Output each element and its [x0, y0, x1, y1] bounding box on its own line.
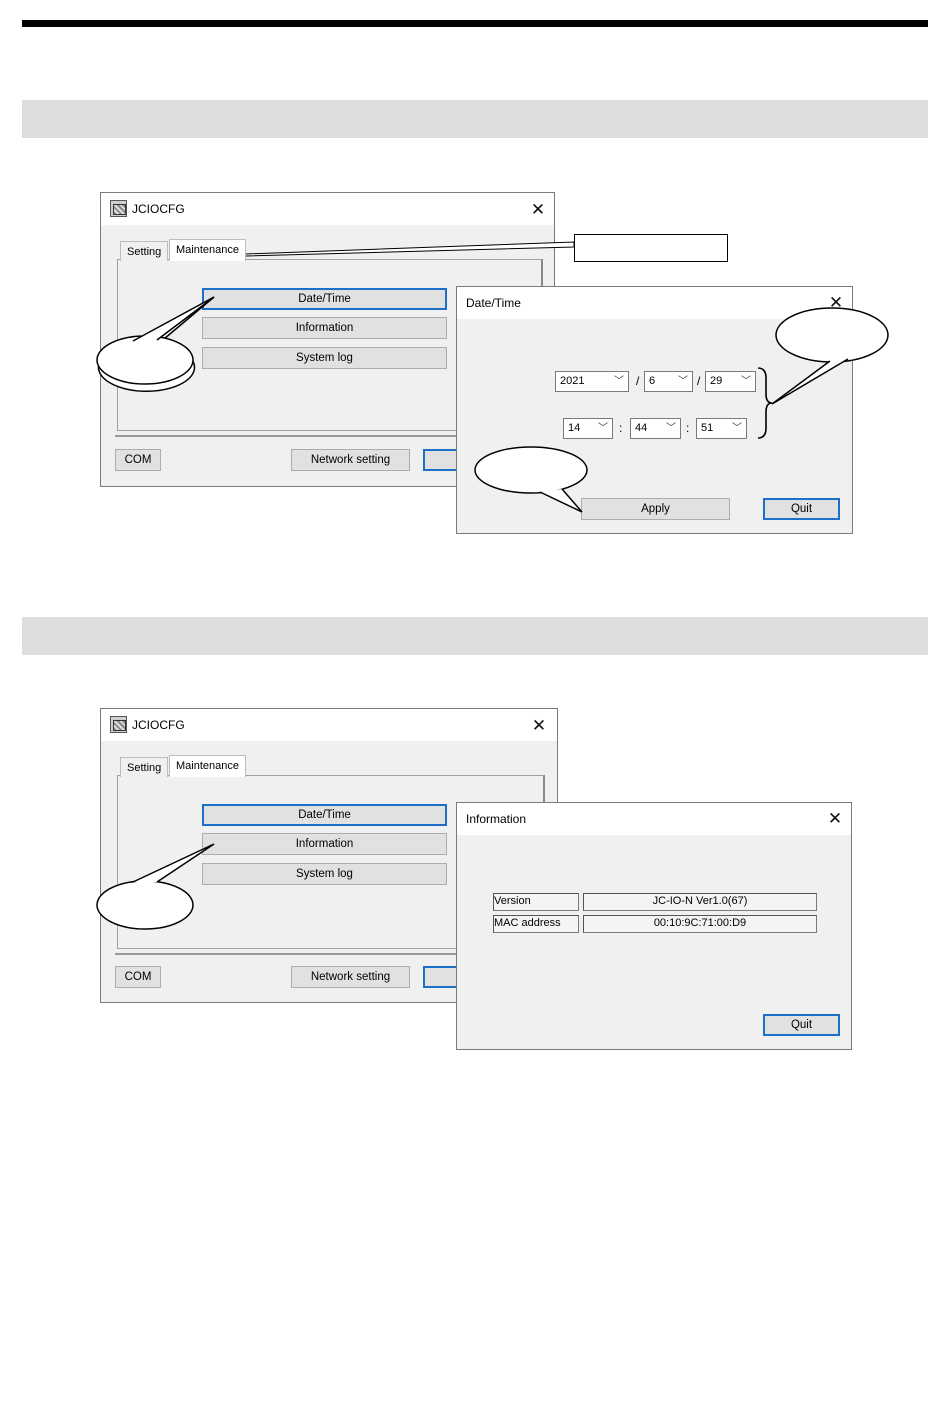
com-button[interactable]: COM	[115, 966, 161, 988]
right-brace-icon	[757, 367, 773, 439]
second-value: 51	[701, 422, 714, 434]
chevron-down-icon: ﹀	[678, 376, 688, 387]
annotations-1	[96, 241, 889, 513]
mac-address-label: MAC address	[493, 915, 579, 933]
quit-button[interactable]: Quit	[763, 498, 840, 520]
year-value: 2021	[560, 375, 585, 387]
divider	[115, 435, 545, 437]
second-select[interactable]: 51 ﹀	[696, 418, 747, 439]
top-rule	[22, 20, 928, 27]
chevron-down-icon: ﹀	[666, 423, 676, 434]
network-setting-button[interactable]: Network setting	[291, 966, 410, 988]
hour-select[interactable]: 14 ﹀	[563, 418, 613, 439]
date-separator: /	[697, 374, 701, 388]
system-log-button[interactable]: System log	[202, 347, 447, 369]
bubble-tail	[132, 296, 215, 342]
time-separator: :	[686, 421, 690, 435]
app-icon	[110, 200, 127, 217]
version-value: JC-IO-N Ver1.0(67)	[583, 893, 817, 911]
tab-setting[interactable]: Setting	[120, 757, 169, 777]
year-select[interactable]: 2021 ﹀	[555, 371, 629, 392]
chevron-down-icon: ﹀	[614, 376, 624, 387]
annotations-2	[96, 843, 215, 930]
speech-bubble-right	[775, 307, 889, 363]
month-value: 6	[649, 375, 656, 387]
tab-maintenance[interactable]: Maintenance	[169, 755, 246, 777]
information-button[interactable]: Information	[202, 317, 447, 339]
information-dialog: Information ✕ Version JC-IO-N Ver1.0(67)…	[456, 802, 852, 1050]
dialog-title: Information	[466, 812, 527, 826]
chevron-down-icon: ﹀	[598, 423, 608, 434]
datetime-button[interactable]: Date/Time	[202, 288, 447, 310]
bubble-tail	[771, 358, 849, 405]
section-header-bar-1	[22, 100, 928, 138]
section-header-bar-2	[22, 617, 928, 655]
title-bar: Date/Time ✕	[457, 287, 852, 319]
quit-button[interactable]: Quit	[763, 1014, 840, 1036]
leader-line	[245, 241, 575, 257]
com-button[interactable]: COM	[115, 449, 161, 471]
bubble-tail	[539, 488, 583, 513]
minute-value: 44	[635, 422, 648, 434]
datetime-button[interactable]: Date/Time	[202, 804, 447, 826]
day-select[interactable]: 29 ﹀	[705, 371, 756, 392]
minute-select[interactable]: 44 ﹀	[630, 418, 681, 439]
version-label: Version	[493, 893, 579, 911]
window-title: JCIOCFG	[132, 718, 185, 732]
system-log-button[interactable]: System log	[202, 863, 447, 885]
bubble-tail	[132, 843, 215, 883]
date-separator: /	[636, 374, 640, 388]
speech-bubble-apply	[474, 446, 588, 494]
time-separator: :	[619, 421, 623, 435]
month-select[interactable]: 6﹀	[644, 371, 693, 392]
close-icon[interactable]: ✕	[827, 809, 843, 828]
title-bar: Information ✕	[457, 803, 851, 835]
title-bar: JCIOCFG ✕	[101, 193, 554, 225]
speech-bubble-left	[96, 880, 194, 930]
apply-button[interactable]: Apply	[581, 498, 730, 520]
chevron-down-icon: ﹀	[732, 423, 742, 434]
title-bar: JCIOCFG ✕	[101, 709, 557, 741]
network-setting-button[interactable]: Network setting	[291, 449, 410, 471]
close-icon[interactable]: ✕	[828, 293, 844, 312]
app-icon	[110, 716, 127, 733]
close-icon[interactable]: ✕	[530, 200, 546, 219]
hour-value: 14	[568, 422, 581, 434]
information-button[interactable]: Information	[202, 833, 447, 855]
window-title: JCIOCFG	[132, 202, 185, 216]
divider	[115, 953, 547, 955]
dialog-title: Date/Time	[466, 296, 521, 310]
bubble-body	[96, 335, 194, 385]
mac-address-value: 00:10:9C:71:00:D9	[583, 915, 817, 933]
tab-setting[interactable]: Setting	[120, 241, 169, 261]
tab-maintenance[interactable]: Maintenance	[169, 239, 246, 261]
callout-box	[574, 234, 728, 262]
close-icon[interactable]: ✕	[531, 716, 547, 735]
day-value: 29	[710, 375, 723, 387]
chevron-down-icon: ﹀	[741, 376, 751, 387]
